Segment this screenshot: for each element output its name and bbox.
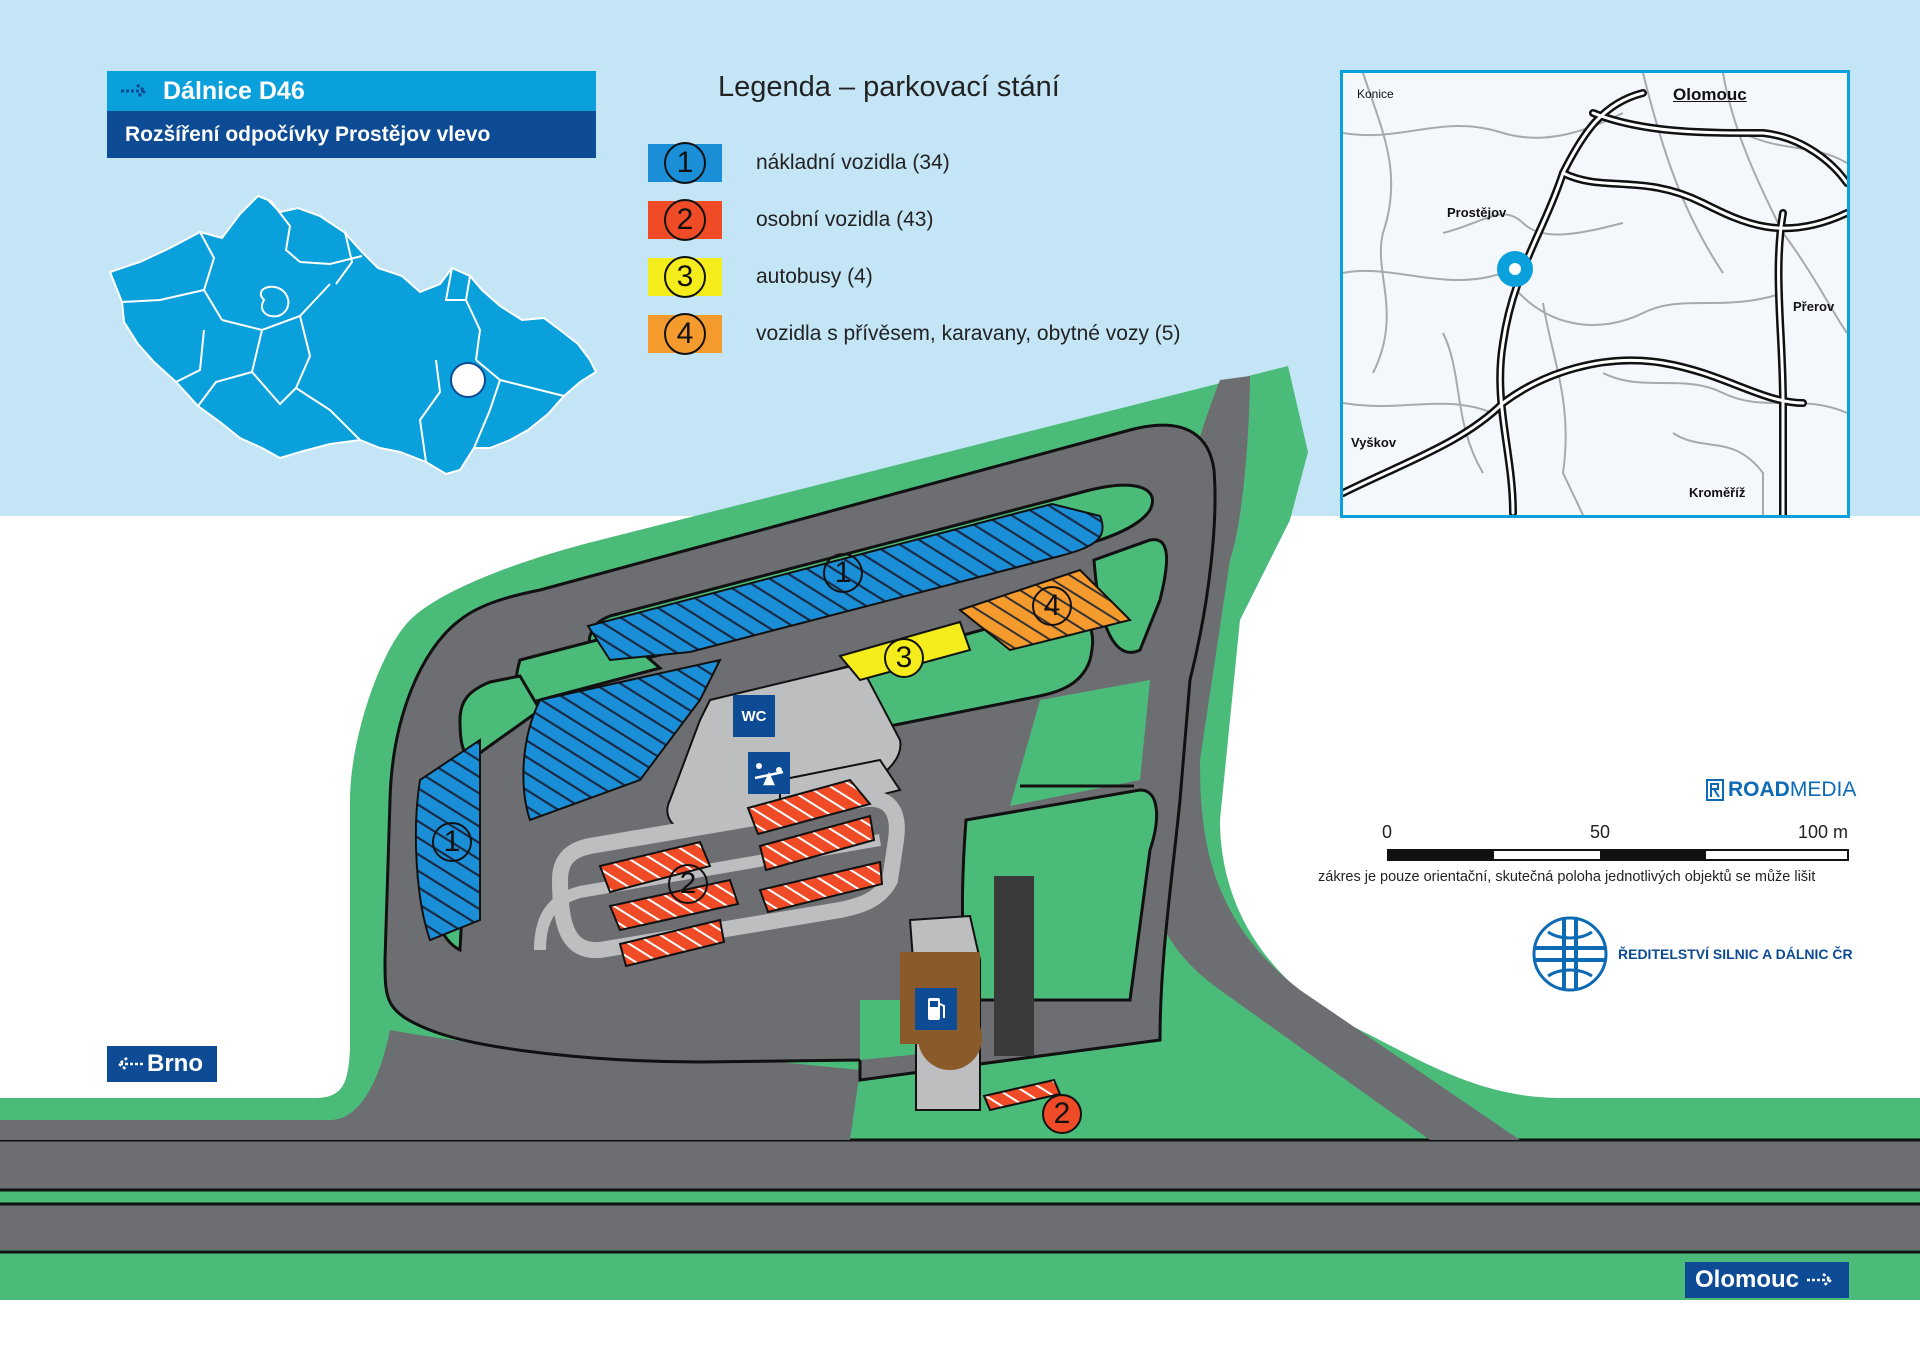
scale-bar — [1387, 849, 1849, 861]
scale-label-100: 100 m — [1798, 822, 1849, 842]
title-highway: Dálnice D46 — [107, 71, 596, 111]
scale-label-50: 50 — [1590, 822, 1611, 842]
town-label: Přerov — [1793, 299, 1835, 314]
town-label: Konice — [1357, 87, 1394, 101]
direction-sign-olomouc: Olomouc — [1685, 1262, 1849, 1298]
czech-republic-map — [108, 194, 598, 476]
rsd-name: ŘEDITELSTVÍ SILNIC A DÁLNIC ČR — [1618, 946, 1853, 962]
arrow-left-icon — [116, 1057, 143, 1071]
direction-label-left: Brno — [147, 1050, 203, 1077]
car-zone-c — [758, 814, 876, 872]
legend-label: osobní vozidla (43) — [756, 208, 934, 231]
town-label: Kroměříž — [1689, 485, 1746, 500]
playground-icon — [748, 752, 790, 794]
roadmedia-icon — [1706, 779, 1724, 801]
roadmedia-text-a: ROAD — [1728, 778, 1790, 801]
car-zone-b — [598, 840, 712, 894]
arrow-right-icon — [121, 83, 148, 99]
scale-label-0: 0 — [1382, 822, 1393, 842]
wc-icon: WC — [733, 695, 775, 737]
lot-label-truck-top: 1 — [823, 553, 863, 593]
car-zone-a — [746, 778, 872, 836]
town-label: Olomouc — [1673, 85, 1747, 104]
lot-label-trailer: 4 — [1032, 586, 1072, 626]
legend-label: autobusy (4) — [756, 265, 873, 288]
truck-zone-middle — [522, 658, 722, 822]
rsd-logo: ŘEDITELSTVÍ SILNIC A DÁLNIC ČR — [1612, 946, 1853, 962]
legend-swatch-orange: 4 — [648, 313, 722, 355]
legend-number: 1 — [664, 142, 706, 184]
car-zone-f — [618, 918, 726, 968]
legend-label: nákladní vozidla (34) — [756, 151, 950, 174]
inset-region-map: Konice Olomouc Prostějov Přerov Vyškov K… — [1340, 70, 1850, 518]
town-label: Vyškov — [1351, 435, 1397, 450]
lot-label-bus: 3 — [884, 638, 924, 678]
seesaw-icon — [754, 763, 784, 786]
legend-label: vozidla s přívěsem, karavany, obytné voz… — [756, 322, 1181, 345]
rsd-logo-mark — [1532, 916, 1608, 992]
inset-roads — [1343, 73, 1847, 515]
highway — [0, 1138, 1920, 1254]
legend-number: 3 — [664, 256, 706, 298]
legend-swatch-yellow: 3 — [648, 256, 722, 298]
fuel-pump-icon — [928, 998, 945, 1020]
lot-label-car-entrance: 2 — [1042, 1094, 1082, 1134]
roadmedia-text-b: MEDIA — [1789, 778, 1857, 801]
direction-sign-brno: Brno — [107, 1046, 217, 1082]
location-marker — [450, 362, 486, 398]
town-label: Prostějov — [1447, 205, 1507, 220]
lot-label-car-centre: 2 — [668, 864, 708, 904]
car-zone-e — [758, 860, 884, 914]
title-main-text: Dálnice D46 — [163, 76, 305, 105]
legend-heading: Legenda – parkovací stání — [718, 71, 1060, 103]
legend-item-buses: 3 autobusy (4) — [648, 256, 873, 298]
legend-number: 2 — [664, 199, 706, 241]
legend-item-trucks: 1 nákladní vozidla (34) — [648, 142, 950, 184]
fuel-station-icon — [915, 988, 957, 1030]
arrow-right-icon — [1807, 1273, 1834, 1287]
disclaimer-text: zákres je pouze orientační, skutečná pol… — [1318, 869, 1816, 885]
lot-label-truck-left: 1 — [432, 822, 472, 862]
direction-label-right: Olomouc — [1695, 1266, 1800, 1293]
title-subtitle: Rozšíření odpočívky Prostějov vlevo — [107, 111, 596, 158]
legend-item-cars: 2 osobní vozidla (43) — [648, 199, 934, 241]
legend-swatch-blue: 1 — [648, 142, 722, 184]
legend-swatch-red: 2 — [648, 199, 722, 241]
legend-item-trailers: 4 vozidla s přívěsem, karavany, obytné v… — [648, 313, 1181, 355]
legend-number: 4 — [664, 313, 706, 355]
